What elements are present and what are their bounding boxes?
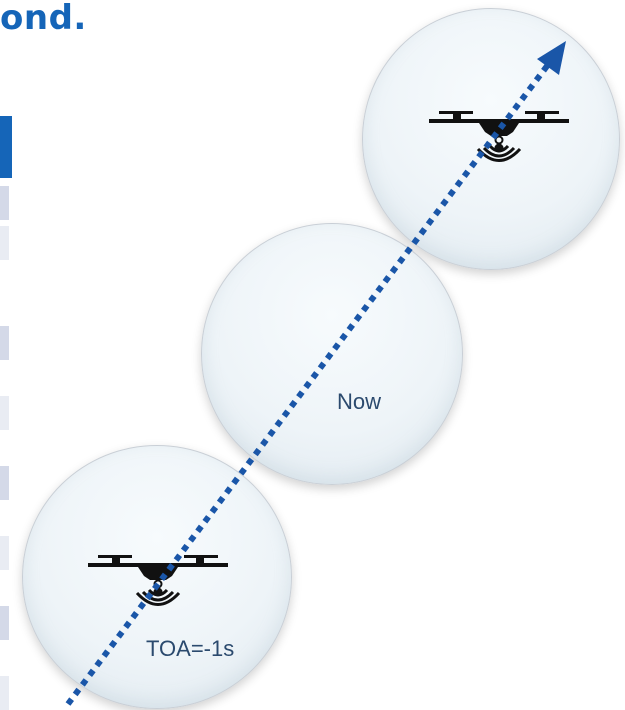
table-row — [0, 676, 9, 710]
trajectory-arrowhead — [537, 41, 566, 75]
table-row — [0, 466, 9, 500]
table-row — [0, 606, 9, 640]
table-edge-fragment — [0, 116, 12, 710]
drone-icon — [87, 554, 229, 598]
slide-title-fragment: ond. — [0, 0, 87, 38]
table-row — [0, 536, 9, 570]
table-row — [0, 226, 9, 260]
bubble-now-label: Now — [337, 389, 382, 414]
table-row — [0, 396, 9, 430]
trajectory-line — [65, 60, 553, 706]
bubble-now — [201, 223, 463, 485]
bubble-future — [362, 8, 620, 270]
bubble-past-label: TOA=-1s — [146, 636, 235, 661]
table-header-cell — [0, 116, 12, 178]
table-row — [0, 186, 9, 220]
table-row — [0, 326, 9, 360]
drone-icon — [428, 110, 570, 154]
